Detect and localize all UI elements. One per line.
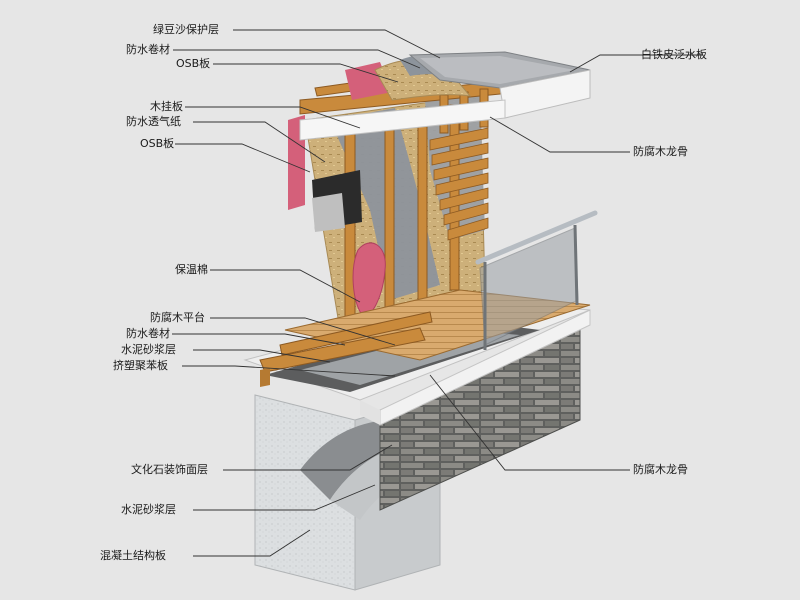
label-waterproof-roll-mid: 防水卷材 <box>126 327 170 340</box>
roof-assembly <box>299 51 591 141</box>
label-osb-wall: OSB板 <box>140 137 175 150</box>
label-xps-board: 挤塑聚苯板 <box>113 359 168 372</box>
wood-siding <box>429 127 489 241</box>
label-insulation-cotton: 保温棉 <box>175 263 208 276</box>
label-white-iron-flashing: 白铁皮泛水板 <box>641 48 707 61</box>
label-green-bean-sand: 绿豆沙保护层 <box>153 23 219 36</box>
label-cement-mortar-bottom: 水泥砂浆层 <box>121 503 176 516</box>
label-wood-hanging-board: 木挂板 <box>150 100 183 113</box>
label-concrete-slab: 混凝土结构板 <box>100 549 166 562</box>
label-breathable-paper: 防水透气纸 <box>126 115 181 128</box>
label-osb-top: OSB板 <box>176 57 211 70</box>
label-preserved-wood-keel-top: 防腐木龙骨 <box>633 145 688 158</box>
leader-lines <box>172 29 703 557</box>
glass-railing <box>475 210 598 350</box>
label-preserved-wood-platform: 防腐木平台 <box>150 311 205 324</box>
label-cement-mortar-mid: 水泥砂浆层 <box>121 343 176 356</box>
label-preserved-wood-keel-bottom: 防腐木龙骨 <box>633 463 688 476</box>
label-waterproof-roll-top: 防水卷材 <box>126 43 170 56</box>
culture-stone-wall <box>360 309 591 511</box>
label-culture-stone-facing: 文化石装饰面层 <box>131 463 208 476</box>
